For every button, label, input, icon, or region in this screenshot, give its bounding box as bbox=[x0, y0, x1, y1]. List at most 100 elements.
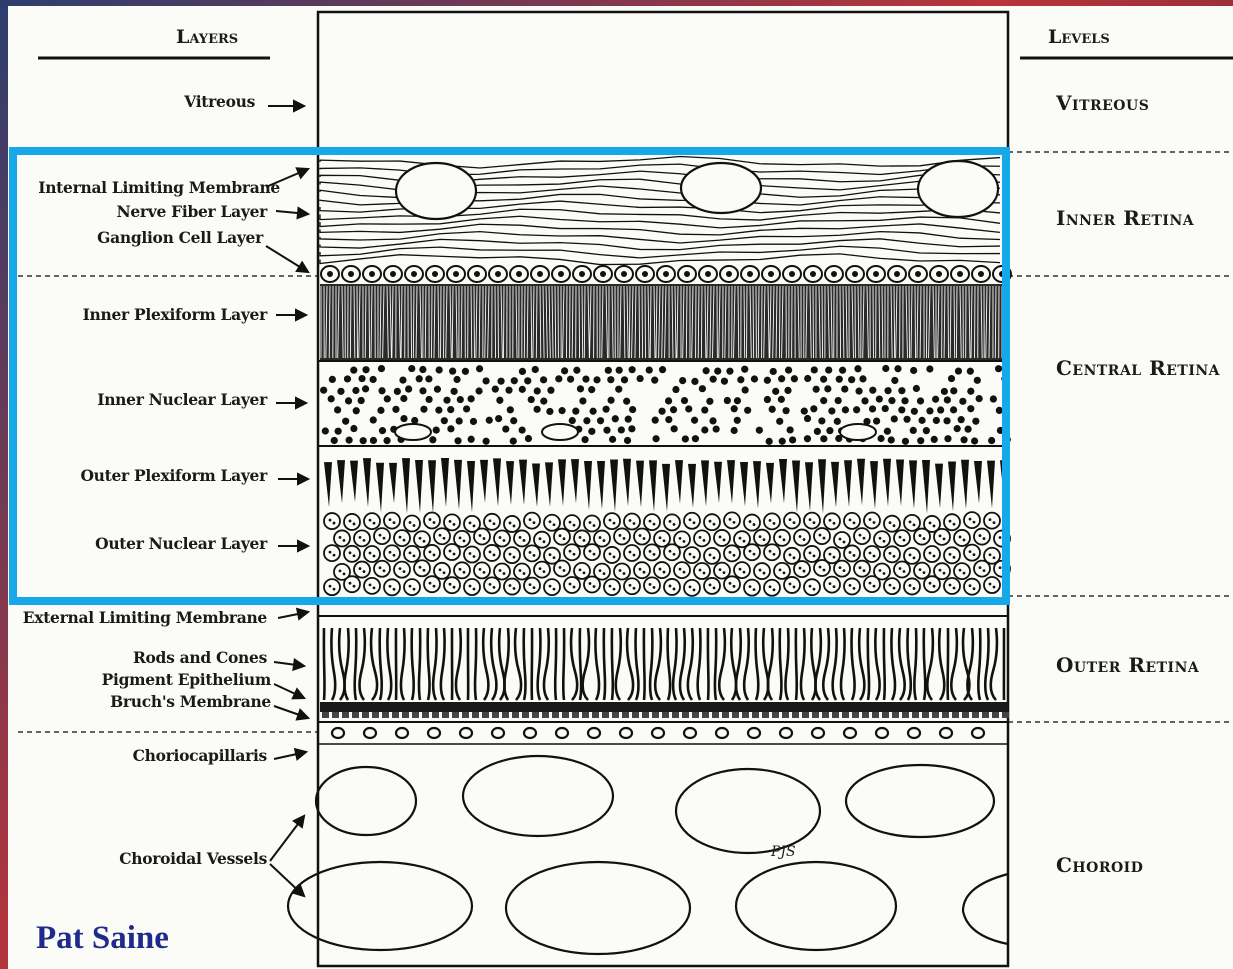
nucleus-speck bbox=[813, 521, 816, 524]
rpe-cell bbox=[952, 712, 959, 718]
photoreceptor-nucleus bbox=[584, 576, 600, 592]
rpe-cell bbox=[632, 712, 639, 718]
inner-nuclear-cell bbox=[888, 436, 895, 443]
choriocapillary bbox=[524, 728, 536, 738]
photoreceptor-nucleus bbox=[554, 560, 570, 576]
nucleus-speck bbox=[359, 536, 362, 539]
nucleus-speck bbox=[869, 552, 872, 555]
opl-spike bbox=[532, 463, 540, 507]
choriocapillary bbox=[684, 728, 696, 738]
rpe-cell bbox=[342, 712, 349, 718]
nucleus-speck bbox=[919, 534, 922, 537]
opl-spike bbox=[506, 461, 514, 505]
inner-nuclear-cell bbox=[734, 397, 741, 404]
rpe-cell bbox=[412, 712, 419, 718]
inner-nuclear-cell bbox=[579, 397, 586, 404]
opl-spike bbox=[961, 460, 969, 509]
arrow-head bbox=[294, 816, 304, 827]
nucleus-speck bbox=[603, 572, 606, 575]
rpe-cell bbox=[972, 712, 979, 718]
inner-nuclear-cell bbox=[891, 377, 898, 384]
rpe-cell bbox=[692, 712, 699, 718]
inner-nuclear-cell bbox=[931, 436, 938, 443]
ganglion-nucleus bbox=[369, 271, 375, 277]
nucleus-speck bbox=[339, 536, 342, 539]
inner-nuclear-cell bbox=[429, 436, 436, 443]
nucleus-speck bbox=[629, 519, 632, 522]
nucleus-speck bbox=[999, 536, 1002, 539]
inner-nuclear-cell bbox=[685, 405, 692, 412]
nucleus-speck bbox=[429, 518, 432, 521]
inner-nuclear-cell bbox=[665, 416, 672, 423]
inner-nuclear-cell bbox=[869, 405, 876, 412]
photoreceptor-nucleus bbox=[534, 532, 550, 548]
inner-nuclear-cell bbox=[569, 417, 576, 424]
photoreceptor-nucleus bbox=[704, 548, 720, 564]
nucleus-speck bbox=[569, 521, 572, 524]
rpe-cell bbox=[582, 712, 589, 718]
opl-spike bbox=[805, 462, 813, 511]
inner-nuclear-cell bbox=[913, 385, 920, 392]
layer-label-nfl: Nerve Fiber Layer bbox=[117, 202, 268, 221]
label-arrows bbox=[266, 101, 308, 896]
ganglion-nucleus bbox=[558, 271, 564, 277]
nucleus-speck bbox=[933, 555, 936, 558]
rod-cone bbox=[914, 628, 916, 700]
rpe-cell bbox=[592, 712, 599, 718]
inner-nuclear-cell bbox=[873, 417, 880, 424]
opl-spike bbox=[584, 461, 592, 510]
nucleus-speck bbox=[759, 569, 762, 572]
nucleus-speck bbox=[469, 552, 472, 555]
inner-nuclear-cell bbox=[692, 435, 699, 442]
rod-cone bbox=[616, 628, 621, 700]
rpe-cell bbox=[802, 712, 809, 718]
nucleus-speck bbox=[903, 539, 906, 542]
inner-nuclear-cell bbox=[971, 437, 978, 444]
inner-nuclear-cell bbox=[824, 385, 831, 392]
nucleus-speck bbox=[363, 539, 366, 542]
rod-cone bbox=[756, 628, 759, 700]
nucleus-speck bbox=[479, 568, 482, 571]
photoreceptor-nucleus bbox=[414, 531, 430, 547]
inner-nuclear-cell bbox=[623, 398, 630, 405]
photoreceptor-nucleus bbox=[904, 578, 920, 594]
nucleus-speck bbox=[949, 584, 952, 587]
rod-cone bbox=[884, 628, 885, 700]
photoreceptor-nucleus bbox=[674, 562, 690, 578]
nucleus-speck bbox=[993, 586, 996, 589]
inner-nuclear-cell bbox=[842, 406, 849, 413]
ganglion-nucleus bbox=[873, 271, 879, 277]
photoreceptor-nucleus bbox=[844, 545, 860, 561]
inner-nuclear-cell bbox=[682, 435, 689, 442]
nucleus-speck bbox=[969, 518, 972, 521]
photoreceptor-nucleus bbox=[944, 514, 960, 530]
inner-nuclear-cell bbox=[937, 406, 944, 413]
rpe-cell bbox=[322, 712, 329, 718]
photoreceptor-nucleus bbox=[524, 545, 540, 561]
nucleus-speck bbox=[753, 523, 756, 526]
photoreceptor-nucleus bbox=[694, 563, 710, 579]
nucleus-speck bbox=[959, 536, 962, 539]
inner-nuclear-cell bbox=[691, 417, 698, 424]
rpe-cell bbox=[482, 712, 489, 718]
inner-nuclear-cell bbox=[709, 417, 716, 424]
nucleus-speck bbox=[803, 570, 806, 573]
inner-nuclear-cell bbox=[615, 386, 622, 393]
inner-nuclear-cell bbox=[784, 387, 791, 394]
inner-nuclear-cell bbox=[616, 367, 623, 374]
photoreceptor-nucleus bbox=[584, 515, 600, 531]
nucleus-speck bbox=[483, 571, 486, 574]
nucleus-speck bbox=[989, 553, 992, 556]
nucleus-speck bbox=[829, 553, 832, 556]
nucleus-speck bbox=[733, 554, 736, 557]
photoreceptor-nucleus bbox=[394, 562, 410, 578]
rpe-cell bbox=[1002, 712, 1009, 718]
nerve-fiber-line bbox=[320, 224, 1000, 235]
rod-cone bbox=[371, 628, 377, 700]
inner-nuclear-cell bbox=[950, 387, 957, 394]
nucleus-speck bbox=[329, 585, 332, 588]
inner-nuclear-cell bbox=[903, 416, 910, 423]
nucleus-speck bbox=[749, 520, 752, 523]
nucleus-speck bbox=[643, 571, 646, 574]
rod-cone bbox=[571, 628, 577, 700]
